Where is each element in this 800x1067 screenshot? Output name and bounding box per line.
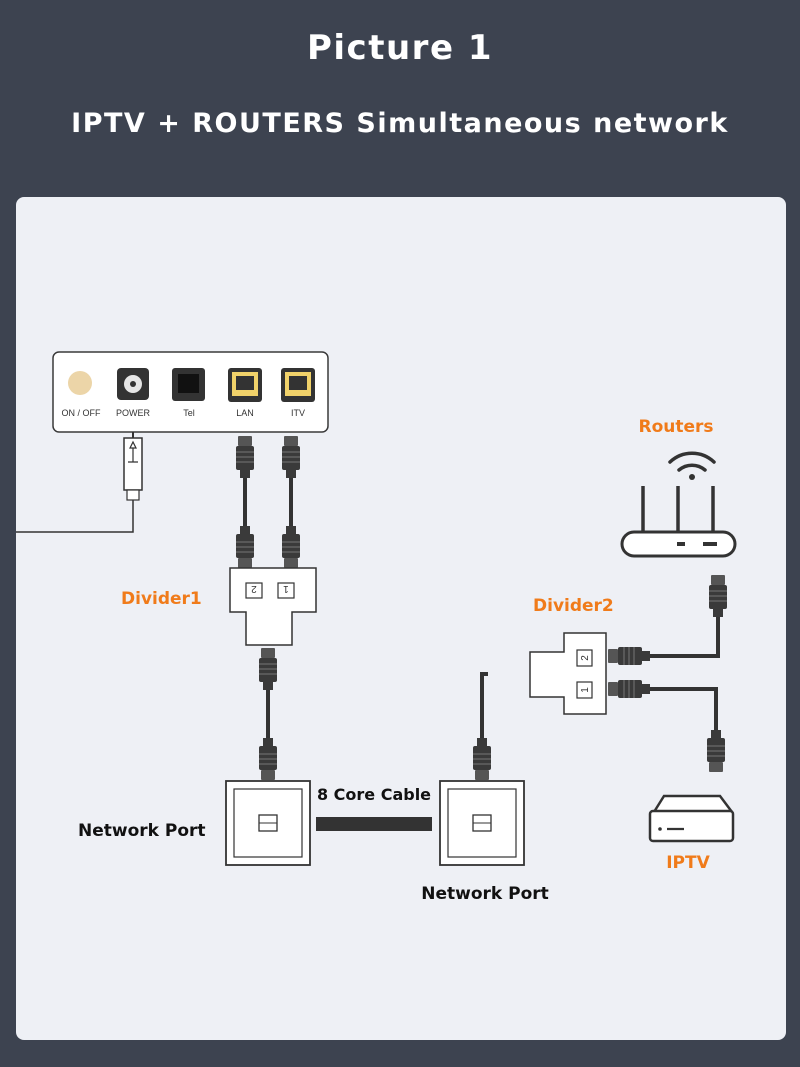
network-port-right: [439, 780, 525, 866]
diagram-panel: [16, 197, 786, 1040]
cable-divider1-wall: [258, 647, 278, 781]
network-port-left-label: Network Port: [78, 821, 206, 841]
iptv-label: IPTV: [666, 853, 710, 873]
cable-lan: [235, 435, 255, 569]
power-button-icon: [68, 371, 92, 395]
port-label-tel: Tel: [183, 408, 195, 418]
dc-jack-icon: [117, 368, 149, 400]
router-icon: [620, 451, 737, 558]
port-label-itv: ITV: [291, 408, 305, 418]
power-cord: [16, 432, 143, 533]
divider1-port-2: 2: [251, 583, 257, 594]
eight-core-cable: [316, 817, 432, 831]
router-label: Routers: [638, 417, 713, 437]
divider2: 2 1: [529, 632, 607, 715]
iptv-box-icon: [648, 794, 735, 843]
divider2-label: Divider2: [533, 596, 614, 616]
cable-itv: [281, 435, 301, 569]
cable-divider2-router: [607, 574, 728, 666]
itv-port-icon: [281, 368, 315, 402]
network-port-left: [225, 780, 311, 866]
divider1: 2 1: [229, 567, 317, 646]
port-label-on-off: ON / OFF: [62, 408, 101, 418]
tel-port-icon: [172, 368, 205, 401]
port-label-power: POWER: [116, 408, 151, 418]
divider1-label: Divider1: [121, 589, 202, 609]
cable-wall-divider2: [472, 664, 573, 781]
divider2-port-1: 1: [580, 687, 591, 693]
page-subtitle: IPTV + ROUTERS Simultaneous network: [71, 108, 729, 139]
divider1-port-1: 1: [283, 583, 289, 594]
cable-label: 8 Core Cable: [317, 785, 431, 804]
network-port-right-label: Network Port: [421, 884, 549, 904]
modem: ON / OFF POWER Tel LAN ITV: [52, 351, 329, 433]
lan-port-icon: [228, 368, 262, 402]
port-label-lan: LAN: [236, 408, 254, 418]
cable-divider2-iptv: [607, 679, 726, 773]
page-title: Picture 1: [306, 28, 493, 68]
divider2-port-2: 2: [580, 655, 591, 661]
